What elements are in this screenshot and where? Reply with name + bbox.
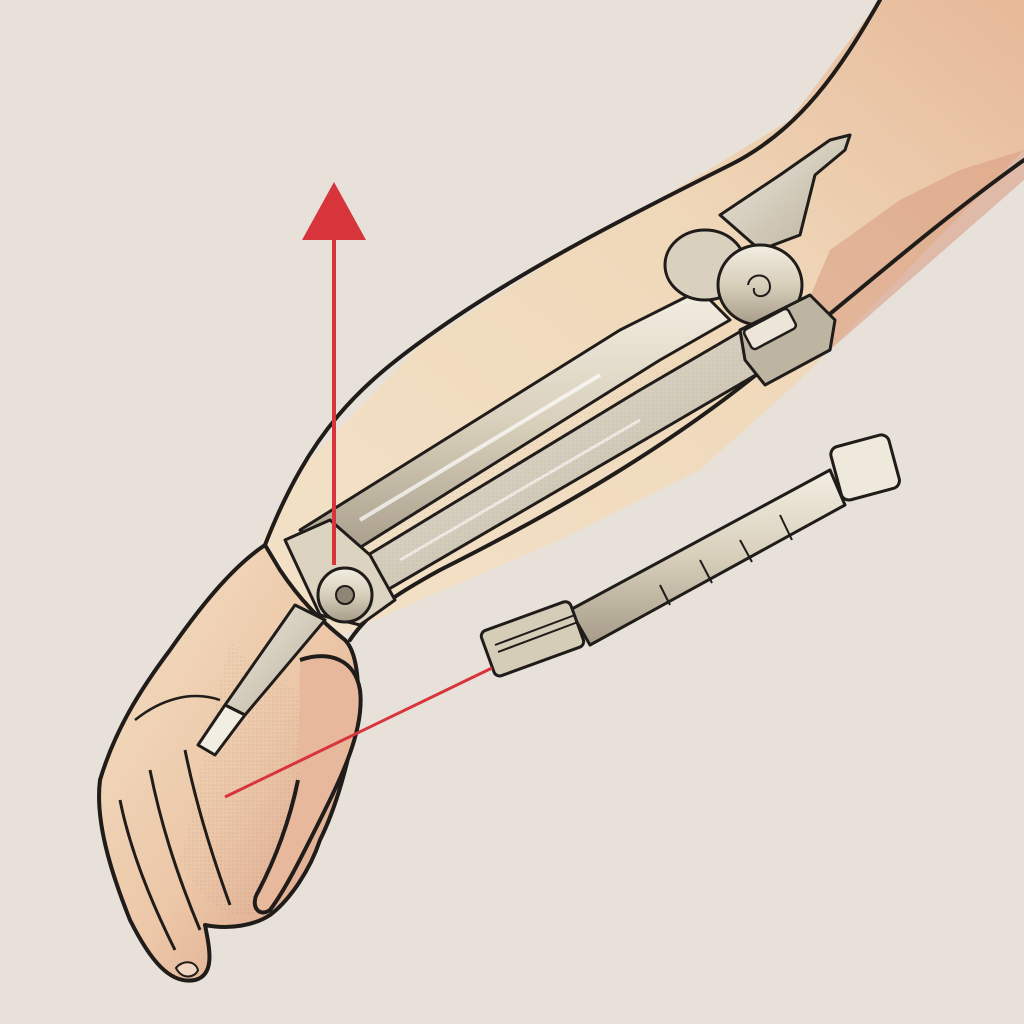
up-arrow-head bbox=[302, 182, 366, 240]
knuckle-line bbox=[134, 694, 221, 721]
hand-bar-tip bbox=[196, 703, 247, 757]
loose-rod-ridges bbox=[659, 514, 793, 606]
forearm-top-line bbox=[263, 0, 882, 547]
loose-rod-thread bbox=[494, 614, 579, 653]
elbow-clamp bbox=[738, 293, 837, 387]
rod-highlight-1 bbox=[358, 373, 602, 522]
loose-rod-shaft bbox=[568, 468, 847, 647]
rod-stipple bbox=[330, 330, 790, 600]
loose-rod-component bbox=[479, 433, 901, 678]
finger-line-1 bbox=[118, 799, 177, 951]
wrist-joint bbox=[196, 518, 397, 757]
wrist-gear-hub bbox=[335, 585, 355, 605]
forearm-bottom-line bbox=[348, 158, 1024, 642]
thumb bbox=[252, 654, 363, 915]
elbow-clamp-plate bbox=[742, 307, 798, 351]
elbow-joint bbox=[663, 133, 852, 387]
annotations bbox=[224, 182, 493, 799]
elbow-swirl bbox=[747, 274, 772, 298]
finger-line-2 bbox=[148, 769, 202, 931]
metal-forearm-rods bbox=[298, 288, 792, 602]
fingernail bbox=[174, 961, 200, 978]
loose-rod-end-cap bbox=[829, 433, 901, 502]
elbow-fin bbox=[718, 133, 852, 252]
pointer-line bbox=[224, 666, 493, 799]
finger-line-3 bbox=[183, 749, 232, 906]
